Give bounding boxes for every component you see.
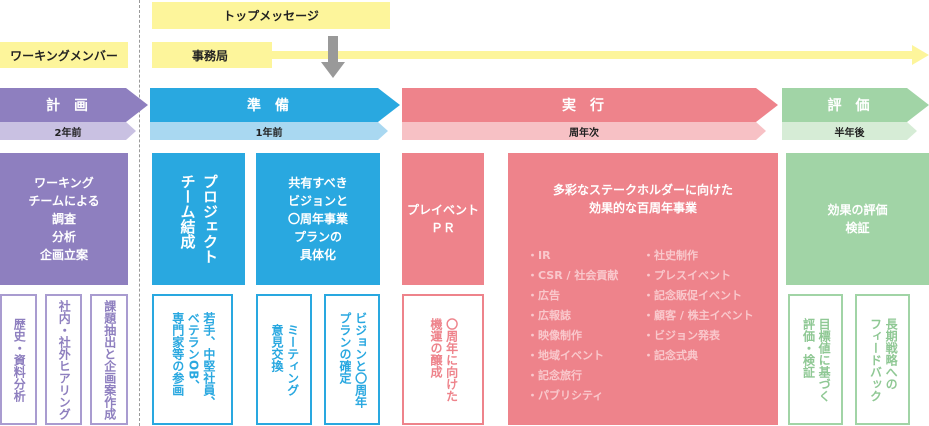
list-item: 社史制作 (643, 246, 754, 266)
timing-plan: 2年前 (0, 122, 136, 140)
prep-vision: 共有すべき ビジョンと 〇周年事業 プランの 具体化 (256, 153, 380, 285)
working-member-label: ワーキングメンバー (0, 42, 128, 68)
phase-prep: 準備 (150, 88, 400, 122)
prep-sub-3: ビジョンと〇周年 プランの確定 (324, 294, 380, 425)
exec-pre: プレイベント ＰＲ (402, 153, 484, 285)
plan-main: ワーキング チームによる 調査 分析 企画立案 (0, 153, 128, 285)
list-item: 映像制作 (527, 326, 618, 346)
down-arrowhead (321, 62, 345, 78)
eval-sub-2: 長期戦略への フィードバック (855, 294, 910, 425)
list-item: 広報誌 (527, 306, 618, 326)
eval-sub-1: 目標値に基づく 評価・検証 (788, 294, 843, 425)
list-item: 記念販促イベント (643, 286, 754, 306)
timing-exec: 周年次 (402, 122, 766, 140)
timing-eval: 半年後 (782, 122, 917, 140)
list-item: IR (527, 246, 618, 266)
secretariat-arrow (270, 51, 915, 59)
arrowhead (912, 45, 929, 65)
divider-line (139, 0, 140, 426)
list-item: ビジョン発表 (643, 326, 754, 346)
list-item: 記念旅行 (527, 366, 618, 386)
plan-sub-3: 課題抽出と企画案作成 (90, 294, 128, 425)
phase-exec: 実行 (402, 88, 778, 122)
prep-sub-2: ミーティング 意見交換 (256, 294, 312, 425)
list-item: パブリシティ (527, 386, 618, 406)
top-message-label: トップメッセージ (152, 2, 390, 29)
prep-sub-1: 若手、中堅社員、 ベテランOB、 専門家等の参画 (152, 294, 233, 425)
prep-team: プロジェクト チーム結成 (152, 153, 245, 285)
list-item: 記念式典 (643, 346, 754, 366)
plan-sub-2: 社内・社外ヒアリング (45, 294, 82, 425)
exec-list-right: 社史制作 プレスイベント 記念販促イベント 顧客 / 株主イベント ビジョン発表… (643, 246, 754, 366)
list-item: プレスイベント (643, 266, 754, 286)
list-item: 顧客 / 株主イベント (643, 306, 754, 326)
prep-team-text: プロジェクト チーム結成 (178, 174, 220, 264)
down-arrow-icon (328, 36, 338, 62)
exec-list-left: IR CSR / 社会貢献 広告 広報誌 映像制作 地域イベント 記念旅行 パブ… (527, 246, 618, 406)
secretariat-label: 事務局 (152, 42, 272, 68)
phase-eval: 評価 (782, 88, 929, 122)
timing-prep: 1年前 (150, 122, 388, 140)
eval-main: 効果の評価 検証 (786, 153, 929, 285)
list-item: CSR / 社会貢献 (527, 266, 618, 286)
exec-sub: 〇周年に向けた 機運の醸成 (402, 294, 484, 425)
list-item: 地域イベント (527, 346, 618, 366)
phase-plan: 計画 (0, 88, 148, 122)
list-item: 広告 (527, 286, 618, 306)
plan-sub-1: 歴史・資料分析 (0, 294, 37, 425)
